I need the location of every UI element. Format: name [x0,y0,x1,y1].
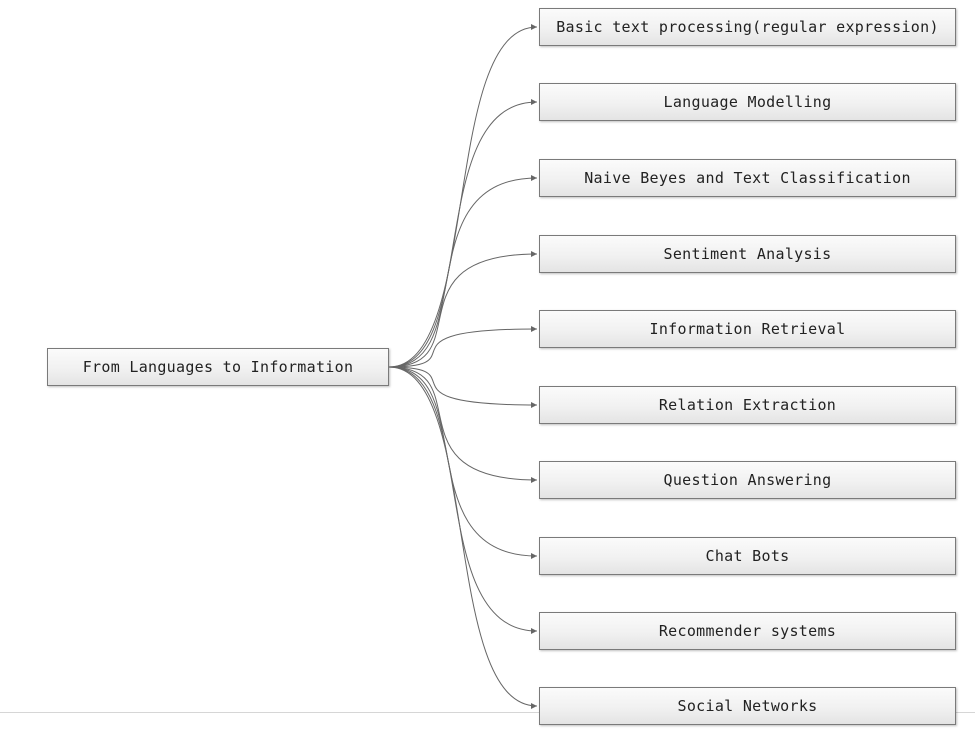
connector-link-4 [388,326,538,368]
connector-link-2 [388,175,538,368]
child-node-sentiment-analysis[interactable]: Sentiment Analysis [539,235,956,273]
connector-link-6 [388,366,538,483]
connector-link-3 [388,251,538,368]
child-node-information-retrieval[interactable]: Information Retrieval [539,310,956,348]
child-node-chat-bots[interactable]: Chat Bots [539,537,956,575]
child-node-relation-extraction[interactable]: Relation Extraction [539,386,956,424]
connector-link-5 [388,366,538,408]
child-node-question-answering[interactable]: Question Answering [539,461,956,499]
child-node-recommender-systems[interactable]: Recommender systems [539,612,956,650]
child-node-naive-bayes[interactable]: Naive Beyes and Text Classification [539,159,956,197]
connector-link-9 [388,366,538,709]
root-node[interactable]: From Languages to Information [47,348,389,386]
bottom-divider [0,712,975,713]
connector-link-0 [388,24,538,368]
child-node-social-networks[interactable]: Social Networks [539,687,956,725]
connector-link-1 [388,99,538,368]
connector-link-8 [388,366,538,634]
child-node-language-modelling[interactable]: Language Modelling [539,83,956,121]
child-node-basic-text-processing[interactable]: Basic text processing(regular expression… [539,8,956,46]
